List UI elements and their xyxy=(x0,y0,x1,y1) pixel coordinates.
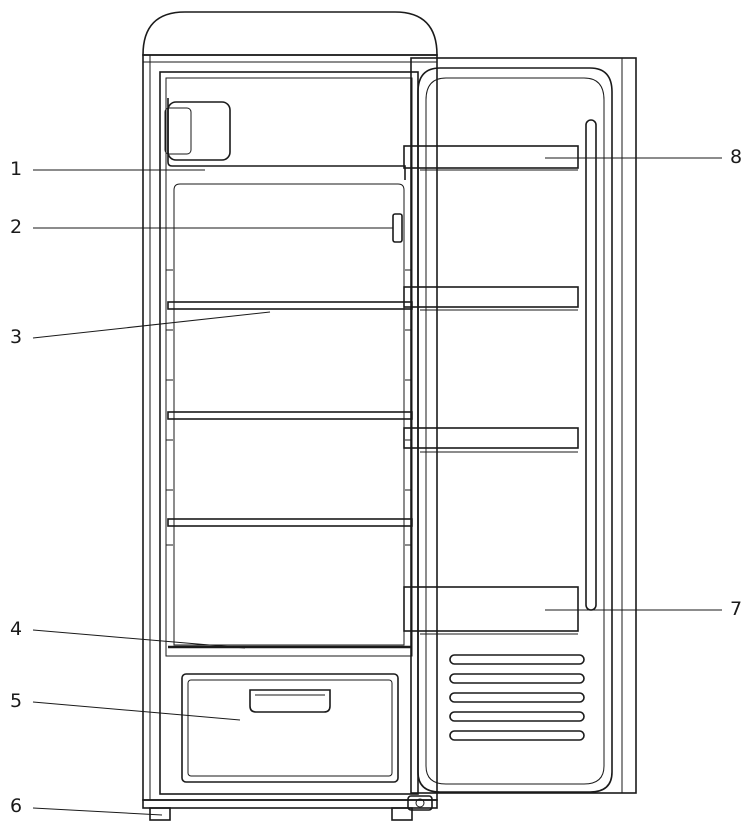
door-shelves xyxy=(403,145,579,453)
glass-shelves xyxy=(167,301,413,527)
door-vent-slots xyxy=(449,654,585,741)
bottle-rack xyxy=(403,586,579,635)
callout-8: 8 xyxy=(730,146,743,168)
fridge-cabinet xyxy=(142,11,438,801)
callout-1: 1 xyxy=(10,158,23,180)
vegetable-drawer xyxy=(181,673,399,783)
callout-6: 6 xyxy=(10,795,23,817)
callout-4: 4 xyxy=(10,618,23,640)
inner-liner xyxy=(173,183,405,646)
callout-5: 5 xyxy=(10,690,23,712)
fridge-interior xyxy=(159,71,419,795)
adjustable-feet xyxy=(142,795,438,821)
chiller-compartment xyxy=(164,98,406,180)
callout-3: 3 xyxy=(10,326,23,348)
callout-7: 7 xyxy=(730,598,743,620)
thermostat-knob xyxy=(390,213,403,243)
crisper-cover xyxy=(166,645,412,657)
leader-lines xyxy=(32,157,722,816)
callout-2: 2 xyxy=(10,216,23,238)
